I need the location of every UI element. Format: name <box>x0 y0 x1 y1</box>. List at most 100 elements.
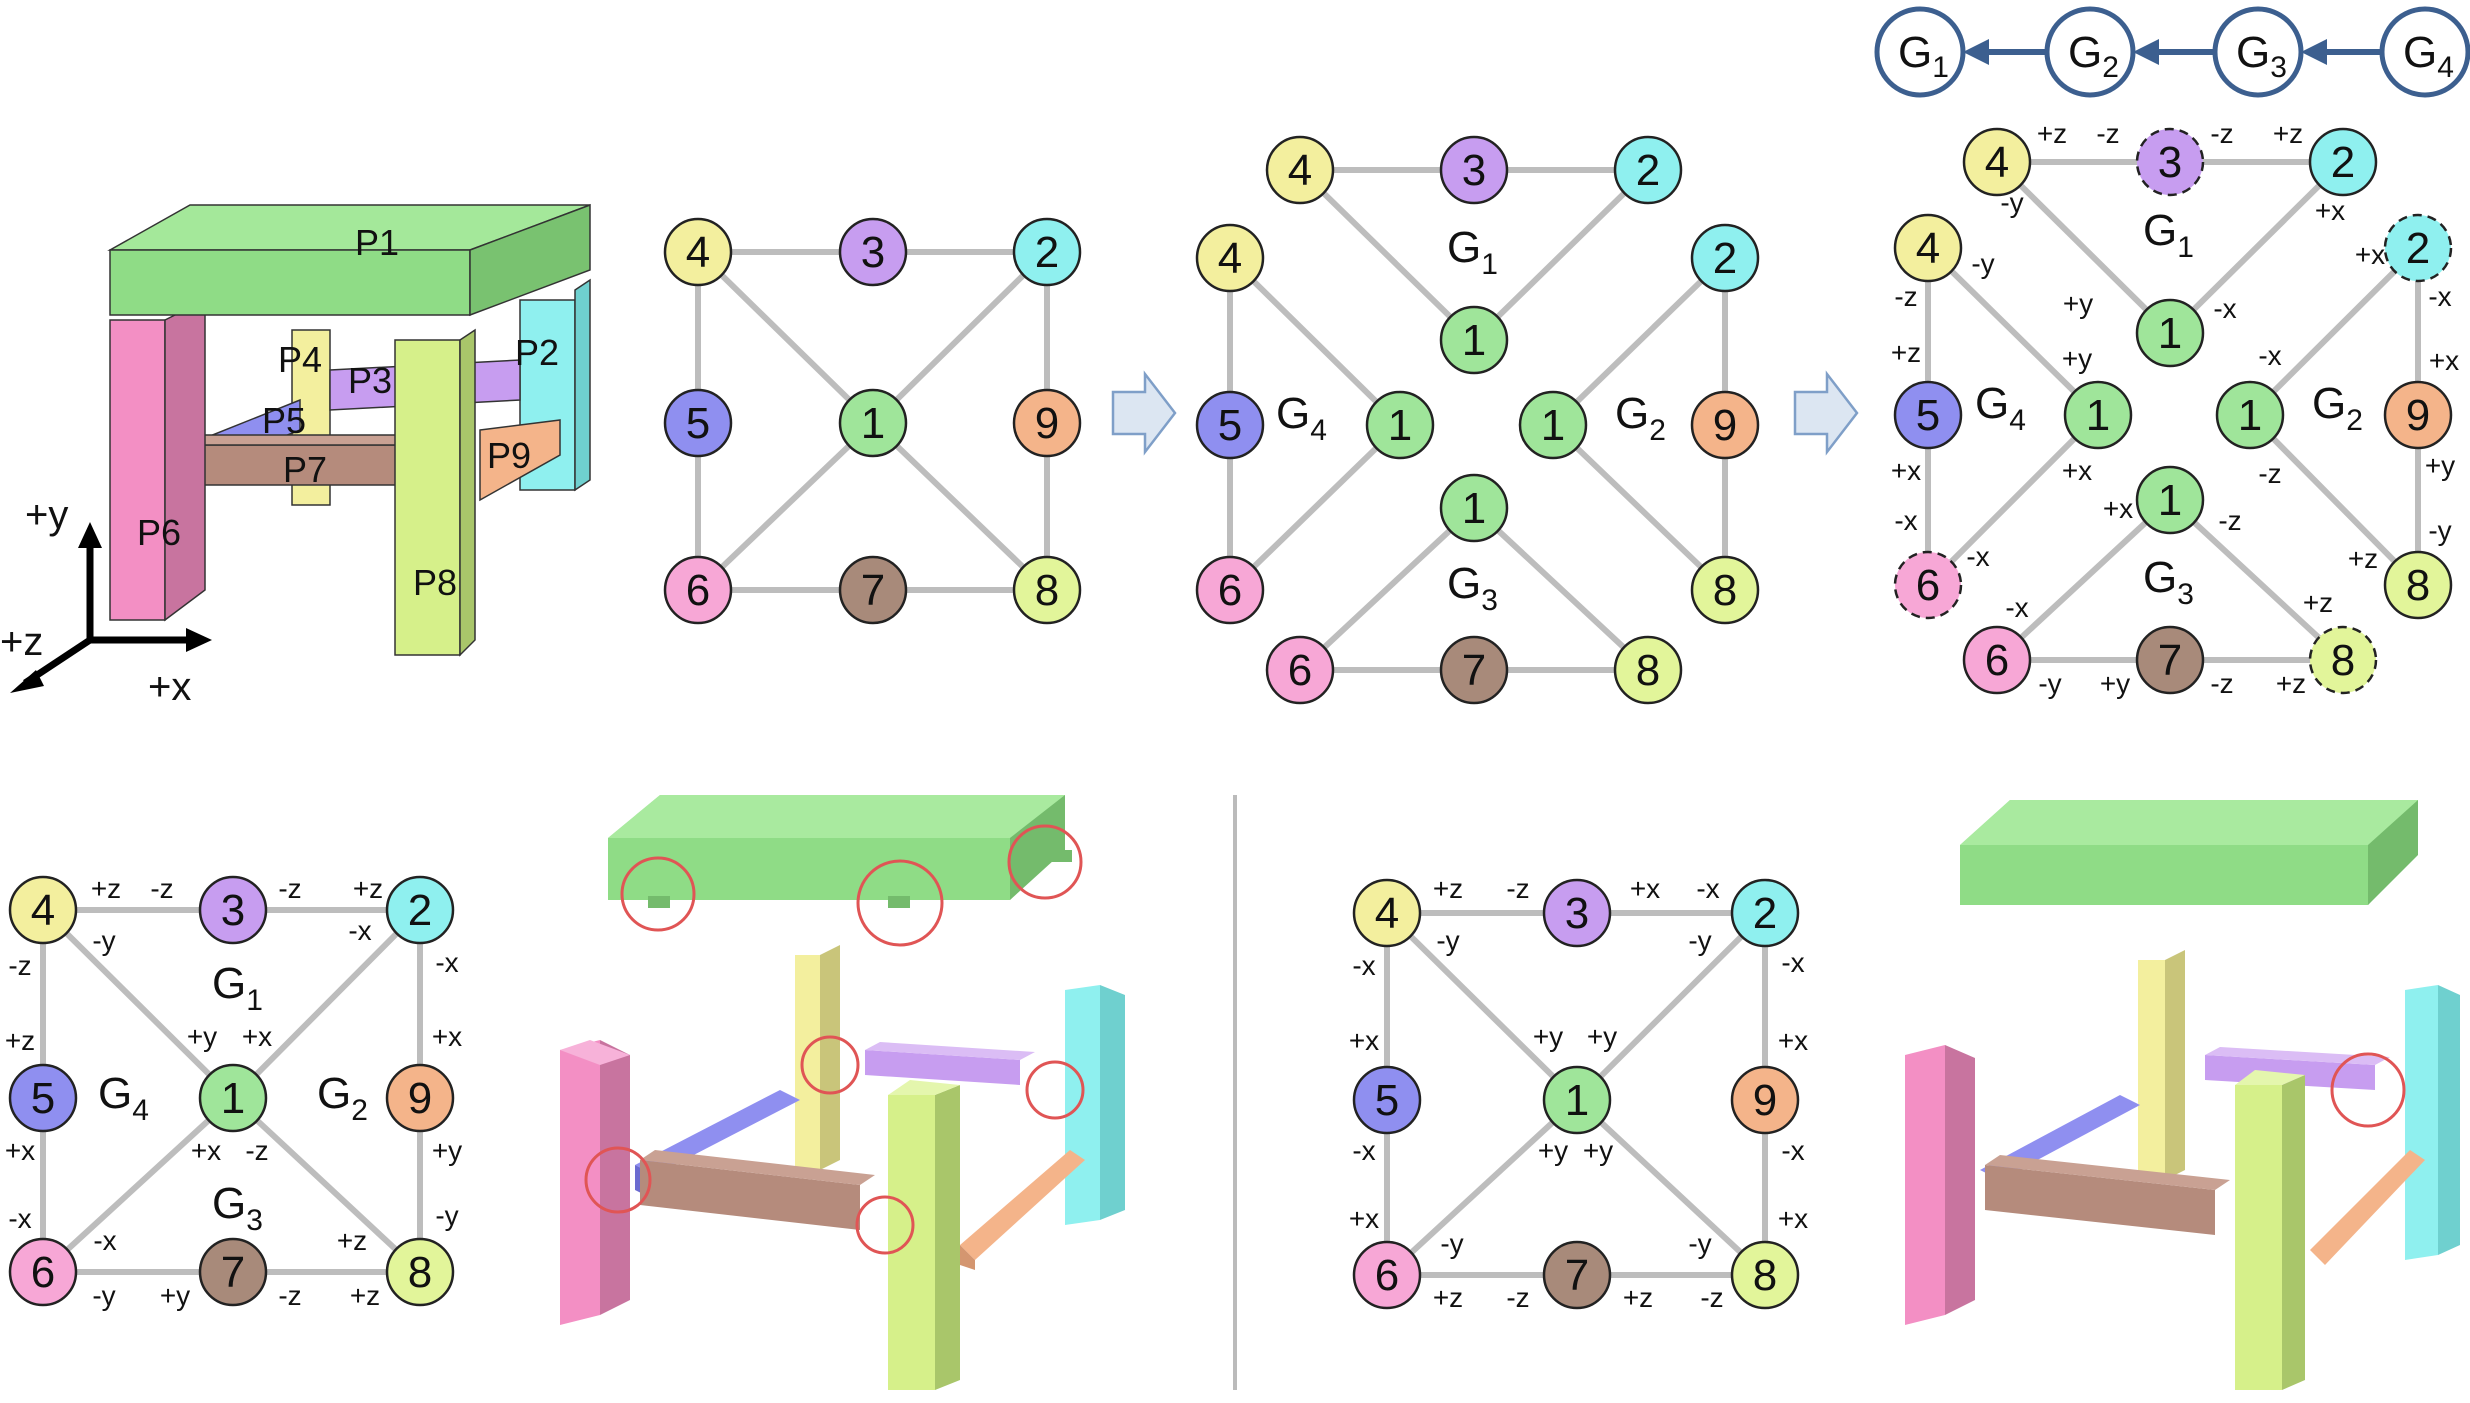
direction-label: +y <box>1583 1135 1613 1166</box>
node-8 <box>1613 635 1683 705</box>
node-label: 3 <box>861 228 885 277</box>
direction-label: +x <box>242 1021 272 1052</box>
node-label: 4 <box>686 228 710 277</box>
graph-edge <box>2167 159 2346 336</box>
direction-label: -z <box>2258 458 2281 489</box>
node-8 <box>1730 1240 1800 1310</box>
direction-label: -x <box>2005 592 2028 623</box>
flow-arrows <box>1111 370 1859 456</box>
direction-label: -x <box>1894 505 1917 536</box>
node-1 <box>2063 380 2133 450</box>
direction-label: -x <box>93 1225 116 1256</box>
arrow-right-2 <box>1793 370 1859 456</box>
chain-arrowhead <box>1963 39 1989 65</box>
node-3 <box>198 875 268 945</box>
direction-label: +y <box>1533 1021 1563 1052</box>
direction-label: +z <box>1433 873 1463 904</box>
node-3 <box>1542 878 1612 948</box>
node-2 <box>1690 223 1760 293</box>
node-label: 7 <box>1462 646 1486 695</box>
node-label: 4 <box>1218 234 1242 283</box>
label-p7: P7 <box>283 449 327 490</box>
node-1 <box>2135 298 2205 368</box>
graph-edge <box>2247 412 2421 588</box>
node-label: 1 <box>2158 476 2182 525</box>
direction-label: -x <box>1352 950 1375 981</box>
node-9 <box>1730 1065 1800 1135</box>
direction-label: -z <box>278 1280 301 1311</box>
direction-label: -x <box>1966 541 1989 572</box>
direction-label: +x <box>1630 873 1660 904</box>
direction-label: +z <box>1433 1282 1463 1313</box>
node-2 <box>1730 878 1800 948</box>
group-label-g2: G2 <box>317 1069 368 1127</box>
direction-label: +x <box>2429 345 2459 376</box>
group-label-g3: G3 <box>1447 559 1498 617</box>
joint-marker <box>856 859 944 947</box>
direction-label: +x <box>1349 1203 1379 1234</box>
direction-label: +z <box>2037 118 2067 149</box>
joint-marker <box>800 1035 860 1095</box>
direction-label: +y <box>1587 1021 1617 1052</box>
node-label: 1 <box>1388 401 1412 450</box>
direction-label: -y <box>92 1280 115 1311</box>
node-4 <box>663 217 733 287</box>
exploded-p9 <box>960 1150 1085 1260</box>
direction-label: +y <box>187 1021 217 1052</box>
direction-label: +y <box>432 1135 462 1166</box>
node-1 <box>1365 390 1435 460</box>
group-label-g1: G1 <box>1447 223 1498 281</box>
label-p8: P8 <box>413 562 457 603</box>
node-label: 4 <box>1288 146 1312 195</box>
direction-label: -x <box>2428 281 2451 312</box>
direction-label: -y <box>1436 925 1459 956</box>
node-6 <box>1962 625 2032 695</box>
node-1 <box>198 1063 268 1133</box>
axis-label-x: +x <box>148 665 191 709</box>
graph-edge <box>1550 422 1728 593</box>
node-6 <box>8 1237 78 1307</box>
node-8 <box>1690 555 1760 625</box>
direction-label: -z <box>8 950 31 981</box>
direction-label: -y <box>2038 668 2061 699</box>
node-3 <box>838 217 908 287</box>
direction-label: +y <box>2425 450 2455 481</box>
node-label: 2 <box>2331 138 2355 187</box>
part-p9-beam <box>479 419 561 502</box>
node-label: 9 <box>2406 391 2430 440</box>
node-label: 2 <box>1035 228 1059 277</box>
node-label: 5 <box>1916 391 1940 440</box>
node-7 <box>838 555 908 625</box>
node-label: 9 <box>408 1074 432 1123</box>
part-p8-leg-side <box>459 328 476 657</box>
group-label-g4: G4 <box>98 1069 149 1127</box>
group-label-g1: G1 <box>212 959 263 1017</box>
graph-edge <box>1925 412 2101 588</box>
axis-label-z: +z <box>0 620 43 664</box>
node-label: 1 <box>861 399 885 448</box>
graph-edge <box>1227 255 1403 428</box>
direction-label: -z <box>1506 1282 1529 1313</box>
graph-edge <box>1994 159 2173 336</box>
direction-label: +x <box>2355 239 2385 270</box>
label-p5: P5 <box>262 400 306 441</box>
node-label: 4 <box>31 886 55 935</box>
graph-edge <box>870 420 1050 593</box>
table-3d-illustration: P1 P2 P3 P4 P5 P6 P7 P8 P9 +y +z +x <box>0 203 591 709</box>
node-label: 7 <box>1565 1251 1589 1300</box>
part-p2-leg-side <box>574 278 591 492</box>
node-7 <box>2135 625 2205 695</box>
direction-label: +x <box>1349 1025 1379 1056</box>
node-label: 6 <box>1288 646 1312 695</box>
direction-label: +z <box>353 873 383 904</box>
node-1 <box>1518 390 1588 460</box>
node-2 <box>1613 135 1683 205</box>
axes-triad: +y +z +x <box>0 493 212 709</box>
node-label: 2 <box>1636 146 1660 195</box>
node-9 <box>1012 388 1082 458</box>
node-label: 9 <box>1035 399 1059 448</box>
node-label: 1 <box>2086 391 2110 440</box>
graph-edge <box>230 1095 423 1275</box>
